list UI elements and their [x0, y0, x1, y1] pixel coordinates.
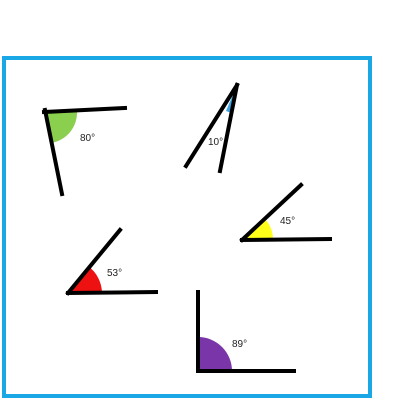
- angle-sector: [198, 337, 232, 371]
- angle-45: 45°: [239, 182, 333, 243]
- angle-89: 89°: [196, 290, 296, 373]
- angle-ray: [65, 289, 159, 296]
- angle-ray: [217, 82, 240, 174]
- angle-label: 53°: [107, 268, 122, 279]
- angle-sector: [46, 110, 78, 143]
- angle-label: 45°: [280, 216, 295, 227]
- angle-53: 53°: [65, 227, 159, 296]
- angle-ray: [42, 107, 65, 197]
- angle-label: 89°: [232, 339, 247, 350]
- angle-ray: [239, 182, 304, 243]
- angle-label: 80°: [80, 133, 95, 144]
- angle-ray: [41, 105, 128, 115]
- frame-border: [2, 56, 372, 398]
- angle-80: 80°: [41, 105, 128, 197]
- angle-label: 10°: [208, 137, 223, 148]
- angle-ray: [183, 82, 240, 169]
- angle-ray: [65, 227, 123, 296]
- angle-10: 10°: [183, 82, 240, 174]
- angle-sector: [68, 266, 102, 293]
- angle-ray: [239, 236, 333, 243]
